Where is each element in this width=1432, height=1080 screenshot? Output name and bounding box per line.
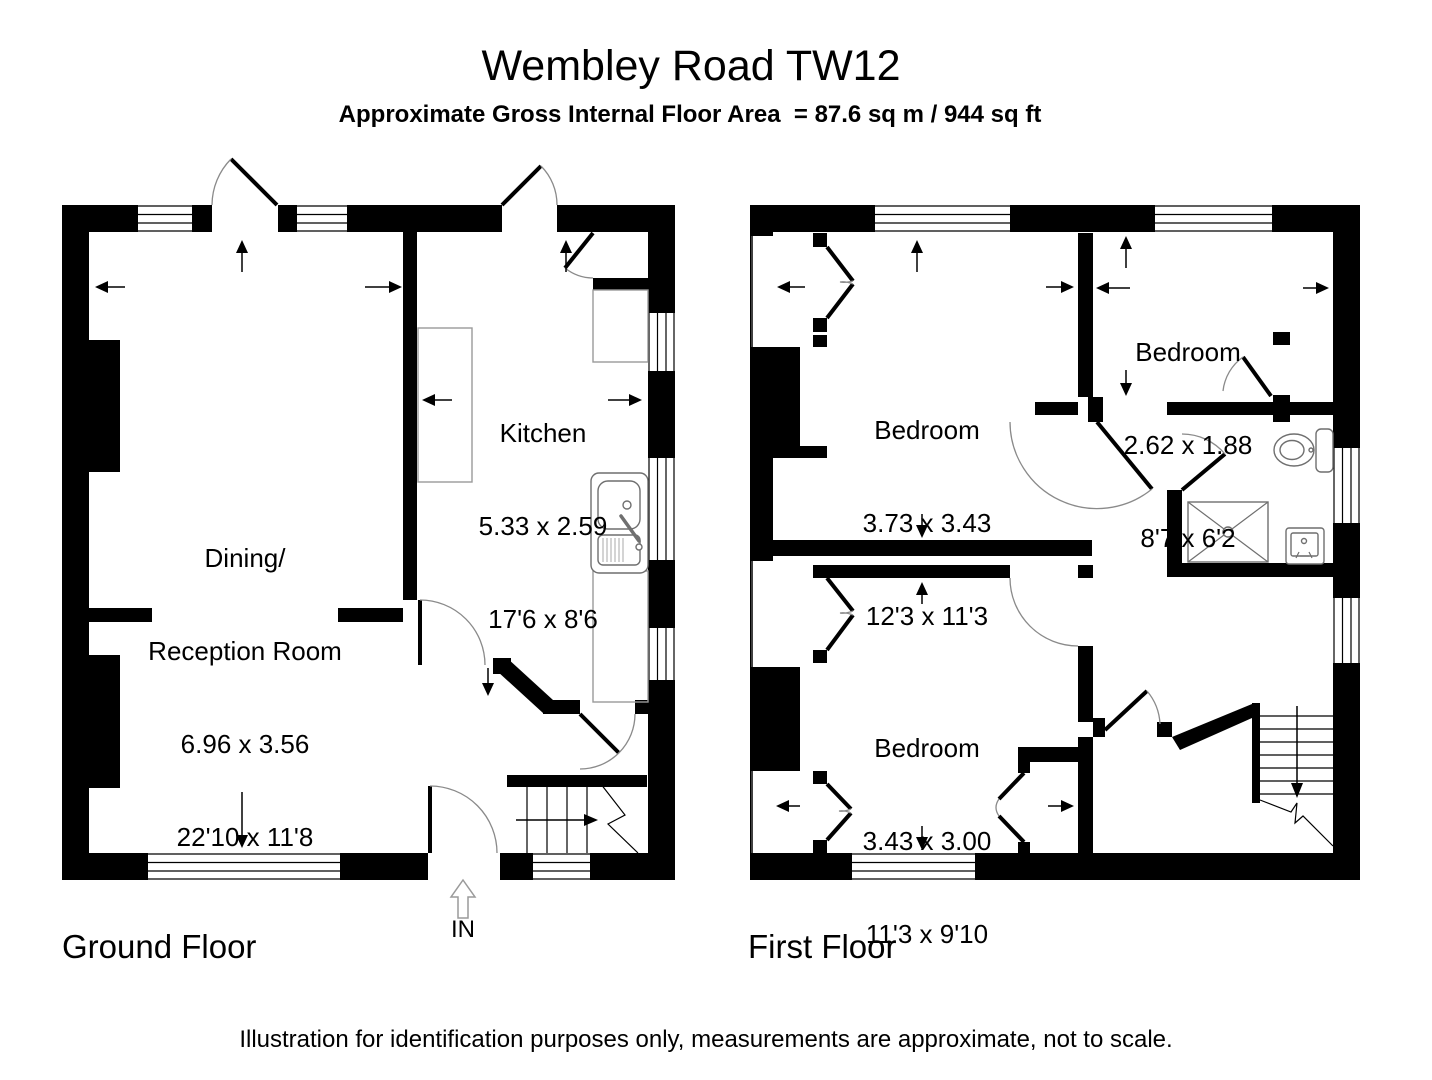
entrance-in-label: IN [451,916,475,943]
first-floor-plan [750,205,1360,880]
ground-windows [138,205,675,880]
page-title: Wembley Road TW12 [481,42,901,90]
ground-walls [62,205,675,880]
bedroom-front-imperial: 12'3 x 11'3 [865,601,989,631]
bathroom-door [1180,433,1227,492]
bedroom-small-door [1222,355,1273,398]
dining-room-metric: 6.96 x 3.56 [180,729,310,759]
bedroom-small-name: Bedroom [1135,337,1241,367]
front-bay-door [211,157,279,207]
bedroom-back-label: Bedroom 3.43 x 3.00 11'3 x 9'10 [863,671,992,1012]
front-door [428,785,498,854]
shower-fixture [1187,501,1269,563]
kitchen-label: Kitchen 5.33 x 2.59 17'6 x 8'6 [479,356,608,697]
basin-fixture [1285,527,1325,565]
kitchen-metric: 5.33 x 2.59 [478,511,608,541]
kitchen-name: Kitchen [499,418,587,448]
casement-window-leaves [825,245,855,842]
toilet-fixture [1273,428,1334,473]
bedroom-back-name: Bedroom [874,733,980,763]
dining-room-name-1: Dining/ [204,543,286,573]
first-stairs [1259,706,1334,847]
wardrobe-doors [995,771,1026,844]
kitchen-sink-fixture [590,472,649,574]
ground-dimension-arrows [95,240,642,848]
bedroom-back-door [1009,577,1079,647]
entrance-arrow-icon [449,878,477,919]
bedroom-small-label: Bedroom 2.62 x 1.88 8'7 x 6'2 [1124,275,1253,616]
landing-closet-door [1103,689,1161,732]
kitchen-imperial: 17'6 x 8'6 [488,604,598,634]
bedroom-back-imperial: 11'3 x 9'10 [865,919,989,949]
dining-room-name-2: Reception Room [148,636,342,666]
page-subtitle: Approximate Gross Internal Floor Area = … [338,101,1042,128]
first-floor-label: First Floor [748,928,897,965]
bedroom-front-name: Bedroom [874,415,980,445]
disclaimer-text: Illustration for identification purposes… [239,1026,1173,1053]
first-walls [750,205,1360,880]
bedroom-front-label: Bedroom 3.73 x 3.43 12'3 x 11'3 [863,353,992,694]
first-doors [995,355,1273,844]
ground-floor-plan [62,157,675,919]
first-windows [852,205,1360,880]
bedroom-back-metric: 3.43 x 3.00 [862,826,992,856]
kitchen-cupboard-door [563,231,595,279]
bedroom-small-imperial: 8'7 x 6'2 [1140,523,1236,553]
dining-hall-door [418,599,486,666]
ground-stairs [507,775,647,854]
bedroom-small-metric: 2.62 x 1.88 [1123,430,1253,460]
bedroom-front-metric: 3.73 x 3.43 [862,508,992,538]
ground-floor-label: Ground Floor [62,928,257,965]
kitchen-back-door [500,164,558,207]
first-dimension-arrows [776,236,1329,850]
hall-kitchen-door [578,712,636,770]
first-bay-recesses [751,233,827,853]
bedroom-front-door [1009,420,1154,510]
ground-doors [211,157,636,854]
dining-room-label: Dining/ Reception Room 6.96 x 3.56 22'10… [148,481,342,915]
dining-room-imperial: 22'10 x 11'8 [176,822,314,852]
